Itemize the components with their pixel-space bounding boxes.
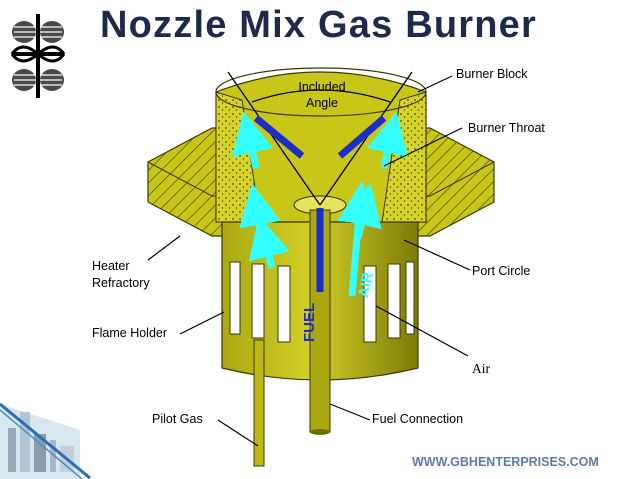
label-fuel-on-pipe: FUEL [301,302,318,342]
label-burner-block: Burner Block [456,67,528,81]
pilot-gas-pipe [253,339,265,467]
label-flame-holder: Flame Holder [92,326,168,340]
label-fuel-connection: Fuel Connection [372,412,464,426]
included-angle-lines [227,71,413,206]
label-included-angle-2: Angle [306,96,338,110]
fuel-flow-arrows [253,115,387,292]
footer-url: WWW.GBHENTERPRISES.COM [412,455,599,469]
label-heater-refractory-2: Refractory [92,276,150,290]
label-heater-refractory-1: Heater [92,259,130,273]
air-flow-arrows [232,111,408,297]
label-burner-throat: Burner Throat [468,121,545,135]
label-included-angle-1: Included [298,80,346,94]
label-pilot-gas: Pilot Gas [152,412,203,426]
label-port-circle: Port Circle [472,264,531,278]
label-air: Air [472,361,490,376]
logo-emblem [6,12,70,100]
page-title: Nozzle Mix Gas Burner [100,4,537,46]
leader-lines [147,75,471,447]
refinery-illustration [0,402,91,479]
